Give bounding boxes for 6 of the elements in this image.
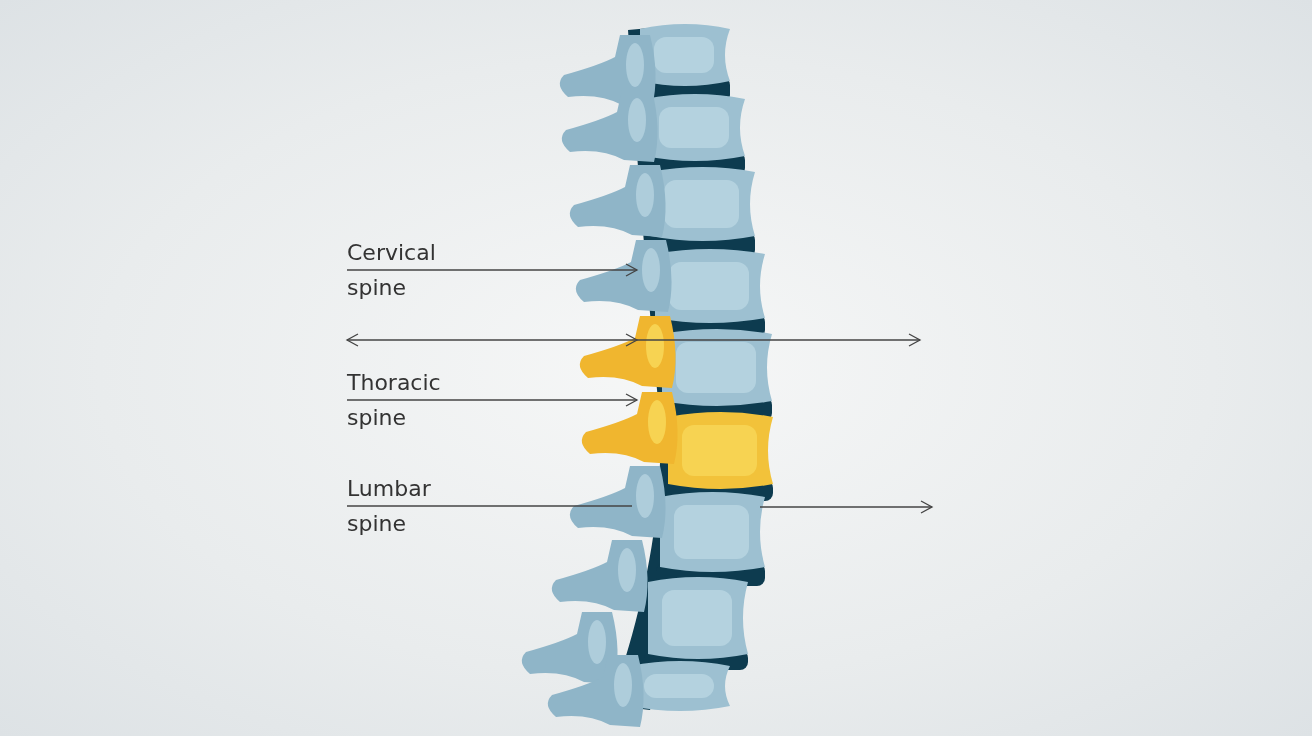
leader-line bbox=[346, 505, 633, 507]
spine-region-label: Cervical spine bbox=[347, 235, 467, 305]
spine-region-label: Lumbar spine bbox=[347, 471, 467, 541]
leader-line bbox=[346, 263, 638, 277]
leader-line bbox=[346, 393, 638, 407]
spine-region-label: Thoracic spine bbox=[347, 365, 467, 435]
